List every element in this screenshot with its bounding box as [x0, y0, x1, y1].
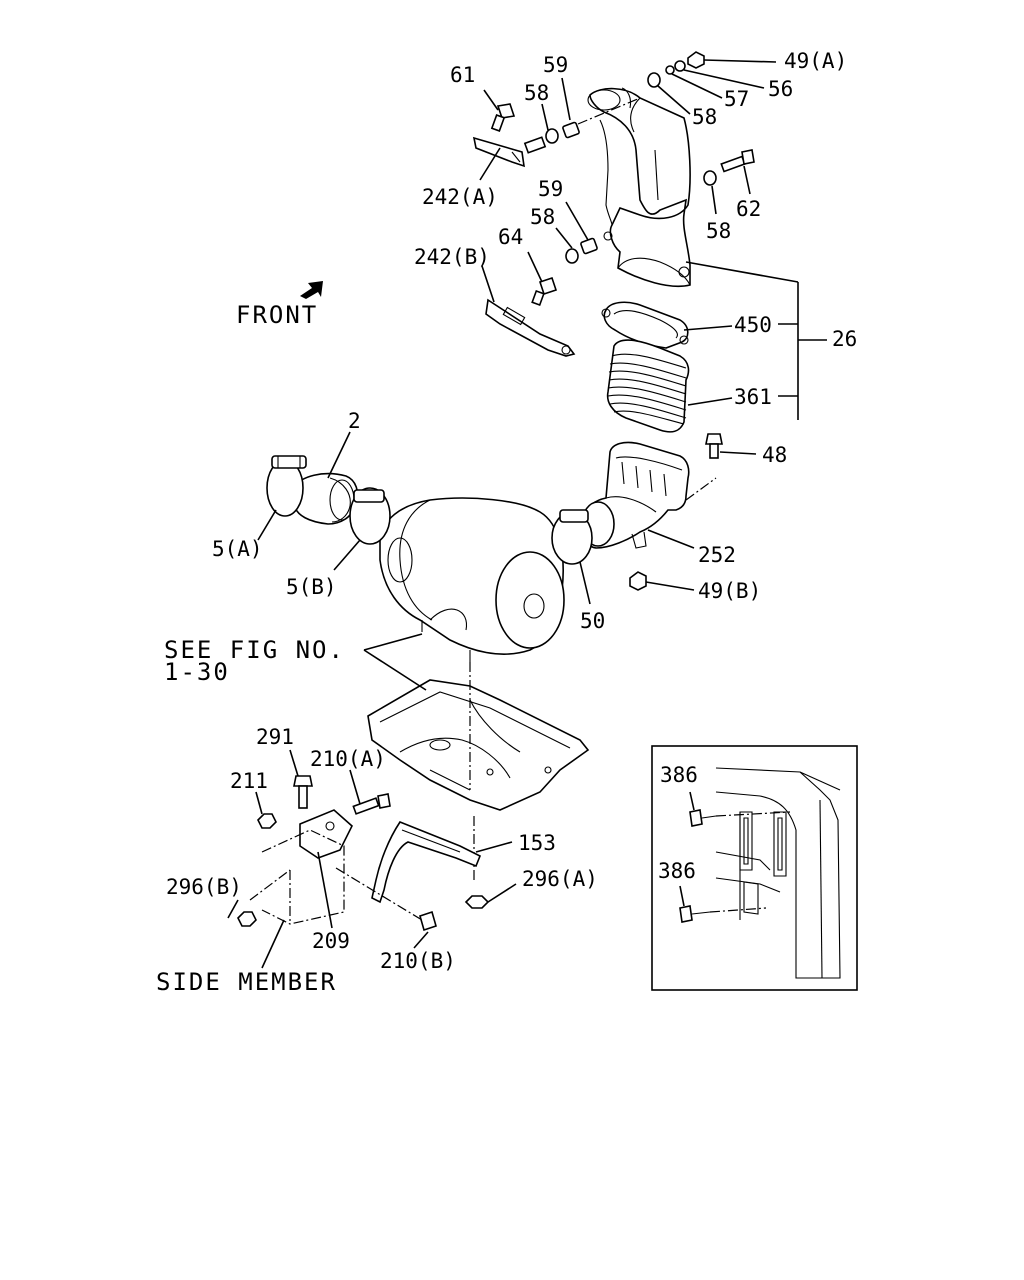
label-see-fig-num: 1-30: [164, 658, 230, 686]
label-210a: 210(A): [310, 747, 386, 771]
label-242a: 242(A): [422, 185, 498, 209]
label-209: 209: [312, 929, 350, 953]
bolt-64: [531, 276, 558, 307]
label-side-member: SIDE MEMBER: [156, 968, 337, 996]
front-label: FRONT: [236, 301, 318, 329]
air-cleaner: [379, 497, 565, 662]
label-153: 153: [518, 831, 556, 855]
nut-49b: [629, 571, 647, 591]
side-member: [249, 829, 345, 925]
label-296a: 296(A): [522, 867, 598, 891]
label-5b: 5(B): [286, 575, 337, 599]
hardware-top-right: [647, 51, 705, 88]
label-58-lower: 58: [530, 205, 555, 229]
bolt-210b: [335, 867, 437, 932]
label-26: 26: [832, 327, 857, 351]
bolt-291: [293, 775, 313, 809]
nut-211: [257, 813, 277, 829]
bolt-48: [705, 433, 723, 459]
label-5a: 5(A): [212, 537, 263, 561]
label-59-upper: 59: [543, 53, 568, 77]
label-64: 64: [498, 225, 523, 249]
hose-2: [293, 472, 359, 525]
label-291: 291: [256, 725, 294, 749]
inset-panel: [651, 745, 858, 991]
label-57: 57: [724, 87, 749, 111]
gasket-450: [601, 301, 689, 349]
bracket-242b: [485, 298, 576, 357]
bellows-361: [606, 339, 690, 433]
label-361: 361: [734, 385, 772, 409]
label-49b: 49(B): [698, 579, 761, 603]
grommet-58-59-upper: [523, 97, 641, 154]
label-450: 450: [734, 313, 772, 337]
label-211: 211: [230, 769, 268, 793]
label-58-right: 58: [692, 105, 717, 129]
label-see-fig: SEE FIG NO.: [164, 636, 345, 664]
label-296b: 296(B): [166, 875, 242, 899]
grommet-58-59-lower: [565, 237, 598, 264]
label-48: 48: [762, 443, 787, 467]
label-59-lower: 59: [538, 177, 563, 201]
clamp-5b: [349, 487, 391, 545]
label-210b: 210(B): [380, 949, 456, 973]
label-56: 56: [768, 77, 793, 101]
floor-bracket: [367, 679, 590, 811]
label-49a: 49(A): [784, 49, 847, 73]
label-386-lower: 386: [658, 859, 696, 883]
label-61: 61: [450, 63, 475, 87]
bracket-153: [371, 821, 482, 904]
intake-duct: [587, 87, 691, 288]
label-386-upper: 386: [660, 763, 698, 787]
front-arrow-icon: [300, 281, 323, 299]
clamp-5a: [266, 455, 307, 517]
nut-296b: [237, 911, 257, 927]
label-58-bolt: 58: [706, 219, 731, 243]
nut-296a: [464, 895, 490, 909]
label-58-upper: 58: [524, 81, 549, 105]
bolt-62: [703, 149, 755, 186]
label-242b: 242(B): [414, 245, 490, 269]
bolt-210a: [352, 793, 391, 815]
label-62: 62: [736, 197, 761, 221]
label-252: 252: [698, 543, 736, 567]
label-50: 50: [580, 609, 605, 633]
clamp-50: [551, 509, 593, 565]
bolt-61: [490, 103, 516, 132]
bracket-209: [299, 809, 353, 859]
label-2: 2: [348, 409, 361, 433]
bracket-242a: [472, 136, 525, 168]
elbow-252: [580, 441, 690, 549]
